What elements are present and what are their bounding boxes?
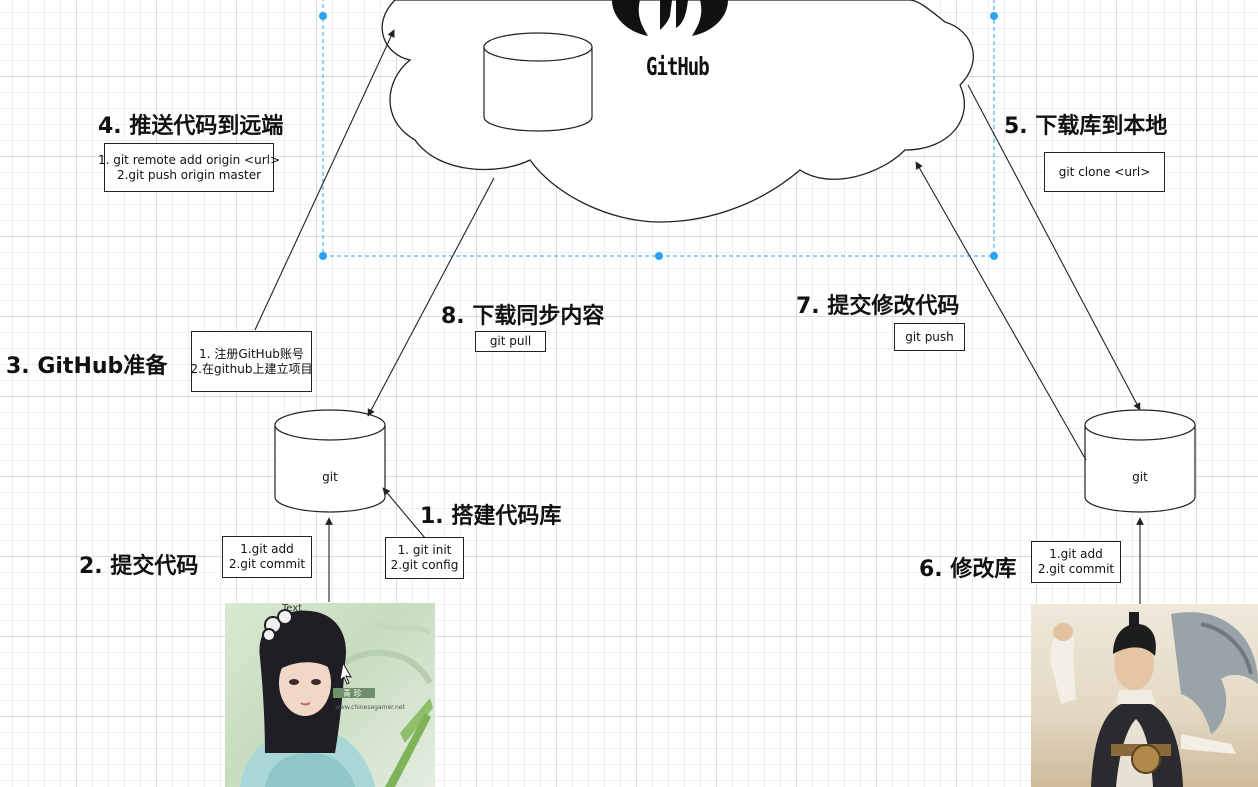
right-repo-label: git [1132,470,1148,484]
arrow-right-repo-to-cloud[interactable] [915,161,1087,461]
step4-line-2: 2.git push origin master [116,167,262,182]
step6-heading: 6. 修改库 [919,557,1017,582]
step8-line-1: git pull [489,334,532,348]
photo-left-url: www.chinesegamer.net [335,704,405,711]
resize-handle[interactable] [990,12,998,20]
step1-command-box[interactable]: 1. git init 2.git config [385,537,464,579]
step3-line-2: 2.在github上建立项目 [190,361,313,376]
step4-line-1: 1. git remote add origin <url> [97,152,281,167]
resize-handle[interactable] [319,252,327,260]
remote-repo-cylinder[interactable] [483,32,593,132]
step8-heading: 8. 下载同步内容 [441,304,605,329]
photo-left-caption: 青 珍 [343,689,362,698]
step4-command-box[interactable]: 1. git remote add origin <url> 2.git pus… [98,143,280,192]
arrow-cloud-to-right-repo[interactable] [967,84,1141,411]
step1-heading: 1. 搭建代码库 [420,504,562,529]
github-brand-text: GitHub [646,52,710,82]
step2-line-2: 2.git commit [228,557,306,571]
step3-line-1: 1. 注册GitHub账号 [199,346,304,361]
resize-handle[interactable] [990,252,998,260]
local-repo-right-cylinder[interactable] [1084,409,1196,513]
step6-command-box[interactable]: 1.git add 2.git commit [1031,541,1121,583]
step5-line-1: git clone <url> [1058,164,1151,179]
photo-left-text-tag: Text [282,603,303,614]
step5-command-box[interactable]: git clone <url> [1044,152,1165,192]
resize-handle[interactable] [655,252,663,260]
character-left-illustration [240,609,433,787]
character-photo-left[interactable]: 青 珍 www.chinesegamer.net [225,603,435,787]
step3-command-box[interactable]: 1. 注册GitHub账号 2.在github上建立项目 [191,331,312,392]
github-cloud[interactable] [381,0,974,223]
step6-line-1: 1.git add [1049,547,1103,561]
left-repo-label: git [322,470,338,484]
step2-line-1: 1.git add [240,542,294,556]
cloud-selection-frame [322,0,995,257]
step1-line-2: 2.git config [390,558,459,572]
character-right-illustration [1050,612,1258,787]
resize-handle[interactable] [319,12,327,20]
step7-line-1: git push [905,329,954,344]
character-photo-right[interactable] [1031,604,1258,787]
arrow-step3-to-cloud[interactable] [254,29,395,331]
local-repo-left-cylinder[interactable] [274,409,386,513]
arrow-cloud-to-left-repo[interactable] [367,177,495,417]
step7-command-box[interactable]: git push [894,323,965,351]
step2-command-box[interactable]: 1.git add 2.git commit [222,536,312,578]
github-logo-icon [612,0,728,36]
step3-heading: 3. GitHub准备 [6,354,168,379]
step7-heading: 7. 提交修改代码 [796,294,960,319]
step6-line-2: 2.git commit [1037,562,1115,576]
step1-line-1: 1. git init [397,543,452,557]
step8-command-box[interactable]: git pull [475,331,546,352]
step4-heading: 4. 推送代码到远端 [98,114,284,139]
step5-heading: 5. 下载库到本地 [1004,114,1168,139]
step2-heading: 2. 提交代码 [79,554,199,579]
arrow-step1-to-left-repo[interactable] [382,487,426,539]
